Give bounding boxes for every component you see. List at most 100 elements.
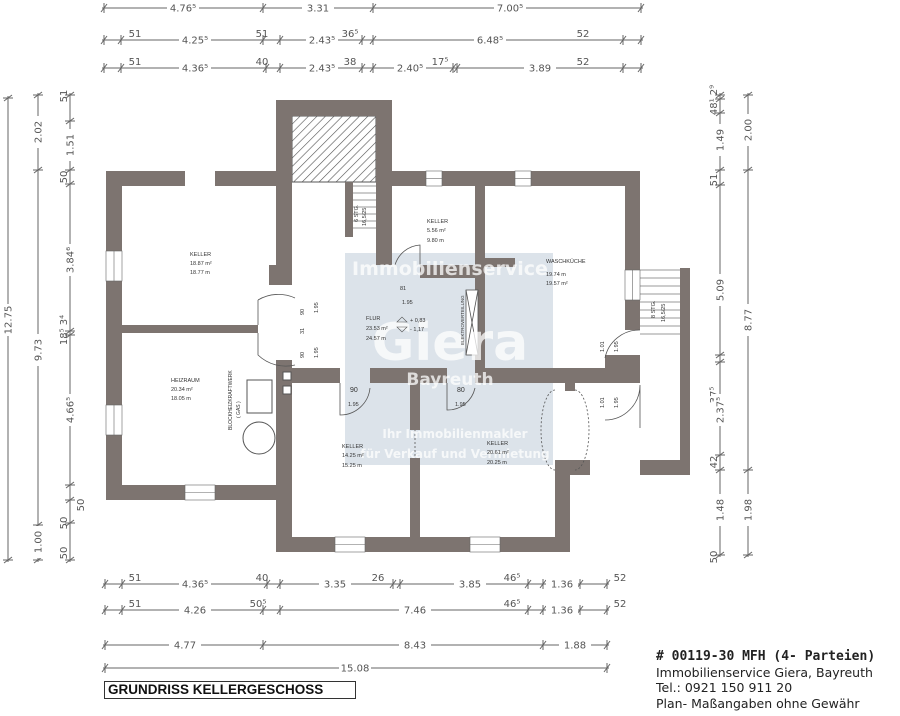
- stairs-count: 6 STG.: [354, 204, 360, 222]
- wall: [215, 171, 292, 186]
- dimension-label-bg: [32, 334, 44, 366]
- room-name: FLUR: [366, 316, 380, 322]
- dimension-label: 3.35: [324, 580, 346, 591]
- room-perimeter: 18.05 m: [171, 396, 191, 402]
- door-width: 1.01: [600, 341, 606, 352]
- wall: [376, 171, 426, 186]
- dimension-label-bg: [64, 244, 76, 276]
- dimension-label: 4.66⁵: [66, 397, 77, 423]
- door-swing: [604, 329, 641, 359]
- watermark-text: Bayreuth: [406, 370, 493, 390]
- door-height: 1.95: [348, 402, 359, 408]
- watermark-text: Immobilienservice: [352, 258, 548, 280]
- room-perimeter: 15.25 m: [342, 463, 362, 469]
- dimension-label: 4.26: [184, 606, 206, 617]
- dimension-label: 2.43⁵: [309, 64, 335, 75]
- wall: [475, 368, 555, 383]
- windows: [105, 170, 641, 553]
- doors: [257, 244, 641, 471]
- dimension-label: 2.37⁵: [716, 397, 727, 423]
- dimension-label-bg: [474, 34, 506, 46]
- room-name: HEIZRAUM: [171, 378, 200, 384]
- wall: [625, 171, 640, 270]
- wall: [106, 171, 122, 251]
- dimension-label: 5.09: [716, 279, 727, 301]
- door-swing: [394, 244, 421, 266]
- dimension-label: 2.02: [34, 121, 45, 143]
- wall: [442, 171, 515, 186]
- dimension-label: 52: [614, 599, 627, 610]
- wall: [215, 485, 292, 500]
- door-height: 1.95: [314, 347, 320, 358]
- window: [334, 536, 366, 553]
- dimension-label: 46⁵: [504, 599, 521, 610]
- door-gap: 31: [300, 328, 306, 334]
- dimension-label: 50: [59, 517, 70, 530]
- watermark-text: Ihr Immobilienmakler: [382, 427, 527, 441]
- wall: [106, 281, 122, 405]
- door-height: 1.95: [314, 302, 320, 313]
- dimension-label: 50: [59, 171, 70, 184]
- dimension-label: 38: [344, 57, 357, 68]
- watermark: Immobilienservice Giera Bayreuth Ihr Imm…: [352, 258, 550, 461]
- door-swing: [604, 384, 641, 428]
- wall: [276, 360, 292, 552]
- room-perimeter: 19.74 m: [546, 272, 566, 278]
- plan-title: GRUNDRISS KELLERGESCHOSS: [104, 681, 356, 699]
- dimension-label-bg: [306, 34, 338, 46]
- dimension-label: 6.48⁵: [477, 36, 503, 47]
- wall: [565, 383, 575, 391]
- window: [469, 536, 501, 553]
- dimension-label-bg: [714, 494, 726, 526]
- dimension-label-bg: [742, 114, 754, 146]
- door-width: 90: [300, 352, 306, 358]
- tank-label: BLOCKHEIZKRAFTWERK: [228, 370, 234, 430]
- wall: [500, 537, 570, 552]
- door-swing: [446, 383, 476, 411]
- dimension-label-bg: [306, 62, 338, 74]
- dimension-label: 8.43: [404, 641, 426, 652]
- annotations: 6 STG. 16,5/25 8 STG. 16,5/25 ELEKTROVER…: [228, 204, 667, 430]
- wall: [365, 537, 470, 552]
- dimension-label: 1.98: [744, 499, 755, 521]
- tank-circle: [242, 421, 276, 455]
- room-name: WASCHKÜCHE: [546, 258, 586, 265]
- door-height: 1.95: [614, 397, 620, 408]
- room-area: 18.87 m²: [190, 261, 212, 267]
- dimension-label: 50⁵: [250, 599, 267, 610]
- stairs-count: 8 STG.: [651, 300, 657, 318]
- listing-info: # 00119-30 MFH (4- Parteien) Immobiliens…: [656, 649, 875, 711]
- dimension-label: 36⁵: [342, 29, 359, 40]
- door-width: 81: [400, 286, 406, 292]
- dimension-label: 51: [129, 29, 142, 40]
- room-name: KELLER: [190, 252, 211, 258]
- walls: [106, 100, 690, 552]
- dimension-label: 3.85: [459, 580, 481, 591]
- dimension-label: 2.40⁵: [397, 64, 423, 75]
- dimension-label-bg: [559, 639, 591, 651]
- dimension-label-bg: [179, 34, 211, 46]
- dimension-label: 42: [709, 456, 720, 469]
- dimension-label: 51: [129, 57, 142, 68]
- dimension-label-bg: [714, 274, 726, 306]
- dimension-label: 1.36: [551, 606, 573, 617]
- window: [105, 404, 123, 436]
- stair-void-hatch: [291, 115, 377, 183]
- dimension-label-bg: [319, 578, 351, 590]
- wall: [276, 100, 292, 272]
- door-width: 1.01: [600, 397, 606, 408]
- wall: [269, 265, 292, 285]
- dimension-label: 51: [59, 90, 70, 103]
- dimension-label: 52: [577, 57, 590, 68]
- level-minus: - 1,17: [410, 327, 424, 333]
- dimension-label-bg: [399, 639, 431, 651]
- room-area: 5.56 m²: [427, 228, 446, 234]
- dimension-label: 12.75: [4, 306, 15, 335]
- room-name: KELLER: [342, 444, 363, 450]
- watermark-box: [345, 253, 553, 465]
- window: [184, 484, 216, 501]
- dimension-label: 8.77: [744, 309, 755, 331]
- dimension-label: 3.89: [529, 64, 551, 75]
- dimension-label-bg: [454, 578, 486, 590]
